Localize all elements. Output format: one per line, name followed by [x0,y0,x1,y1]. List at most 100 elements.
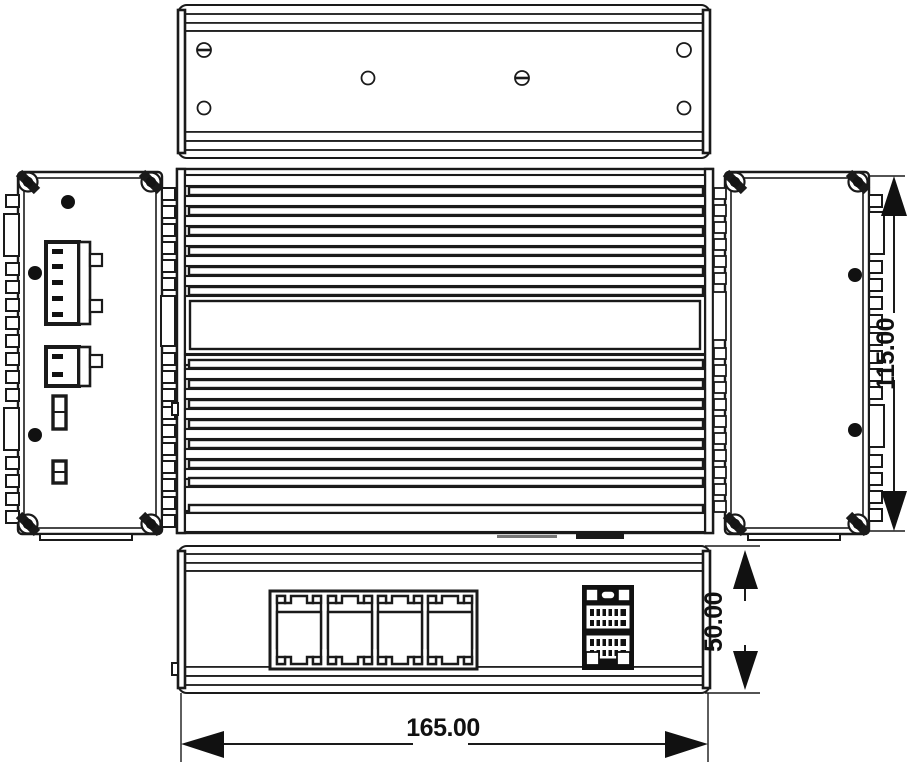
center-view-left-tab [171,402,179,416]
terminal-screw-lug [88,252,104,268]
fin-group-lower [183,353,707,488]
sfp-latch-tab [600,590,616,600]
indicator-slot [51,394,68,431]
heatsink-fin [187,225,705,237]
stud-icon [28,266,42,280]
flat-panel-upper-inner [188,299,702,351]
corner-screw-icon [142,515,161,534]
corner-screw-icon [19,173,38,192]
top-view-lower-rail [182,131,706,142]
corner-screw-icon [142,173,161,192]
dim-arrow-down-icon [733,651,758,690]
rj45-port[interactable] [376,610,424,666]
heatsink-fin [187,358,705,370]
sfp-corner-pad [617,588,631,602]
slotted-screw-icon [514,70,530,86]
sfp-module-cage [582,585,634,670]
top-view-lower-rail-2 [182,140,706,151]
sfp-corner-pad [616,651,631,666]
center-top-view [171,167,715,539]
power-terminal-block [44,240,104,326]
heatsink-fin [187,205,705,217]
dim-arrow-right-icon [665,731,708,758]
mounting-hole-icon [676,42,692,58]
dim-arrow-down-icon [881,491,907,531]
top-view-upper-rail [182,13,706,24]
heatsink-fin [187,438,705,450]
top-view-mounting-holes [196,42,692,116]
heatsink-fin [183,367,707,381]
front-view-upper-rail-2 [182,562,706,572]
dimension-label-height: 115.00 [872,318,900,390]
heatsink-fin [183,274,707,288]
heatsink-fin [183,387,707,401]
heatsink-fin [183,447,707,461]
center-view-bottom-strip [183,511,707,534]
dimension-height-115: 115.00 [869,175,907,532]
rj45-port[interactable] [326,610,374,666]
terminal-pin [52,264,63,269]
stud-icon [61,195,75,209]
center-view-base-block [576,534,624,539]
terminal-screw-lug [88,298,104,314]
dimension-width-165: 165.00 [180,693,709,762]
right-view-base-foot [747,533,841,541]
heatsink-fin [187,398,705,410]
stud-icon [28,428,42,442]
heatsink-fin [187,503,705,515]
sfp-port-upper[interactable] [583,602,633,632]
rj45-port-bank [268,589,479,671]
front-view [171,545,712,694]
heatsink-fin [187,285,705,297]
heatsink-fin [187,378,705,390]
front-view-upper-rail [182,553,706,564]
top-view-body-panel [182,30,706,133]
left-view-base-foot [39,533,133,541]
terminal-pin [52,372,63,377]
heatsink-fin [183,173,707,188]
terminal-pin [52,312,63,317]
slotted-screw-icon [196,42,212,58]
right-view-left-edge-tabs [712,187,727,513]
dim-arrow-left-icon [181,731,224,758]
heatsink-fin [187,418,705,430]
heatsink-fin [187,458,705,470]
rj45-port[interactable] [275,610,323,666]
right-view-edge-tabs [868,194,885,522]
top-view [176,4,712,159]
front-view-left-endcap [176,549,187,690]
terminal-pin [52,354,63,359]
top-view-upper-rail-2 [182,22,706,32]
rj45-port[interactable] [426,610,474,666]
dimension-label-width: 165.00 [406,714,479,742]
terminal-pin [52,280,63,285]
right-side-view [712,172,885,541]
left-view-left-edge-tabs [3,194,20,524]
corner-screw-icon [726,173,745,192]
center-view-base-strip [497,535,557,538]
mounting-hole-icon [360,70,376,86]
terminal-pin [52,249,63,254]
left-view-right-edge-tabs [160,187,176,528]
mounting-hole-icon [676,100,692,116]
heatsink-fin [183,254,707,268]
front-view-lower-rail-2 [182,675,706,686]
terminal-screw-lug [88,353,104,369]
center-view-right-rail [703,167,715,535]
corner-screw-icon [19,515,38,534]
corner-screw-icon [849,515,868,534]
sfp-corner-pad [585,651,600,666]
top-view-left-endcap [176,8,187,155]
relay-terminal-block [44,345,104,388]
heatsink-fin [187,476,705,488]
mounting-hole-icon [196,100,212,116]
corner-screw-icon [849,173,868,192]
center-view-left-rail [175,167,187,535]
stud-icon [848,268,862,282]
fin-group-upper [183,173,707,297]
heatsink-fin [183,194,707,208]
terminal-pin [52,296,63,301]
dimension-depth-50: 50.00 [700,545,760,694]
